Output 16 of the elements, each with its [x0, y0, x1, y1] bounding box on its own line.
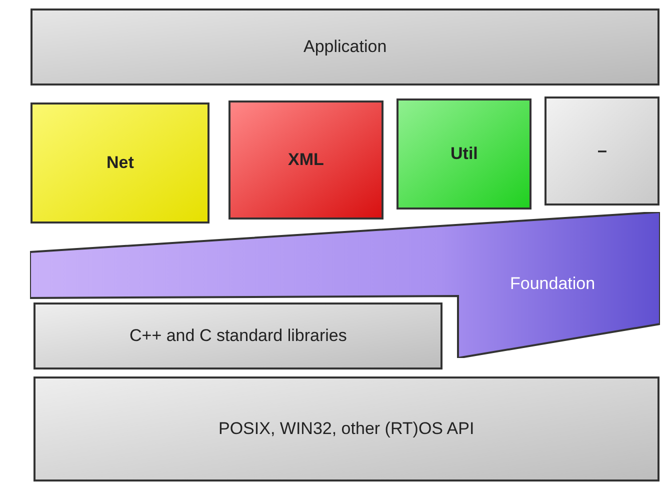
- layer-label: POSIX, WIN32, other (RT)OS API: [218, 419, 474, 439]
- layer-box: [30, 8, 660, 86]
- layer-box: [30, 102, 210, 224]
- layer-label: C++ and C standard libraries: [130, 326, 347, 346]
- layer-box: [396, 98, 532, 210]
- layer-label: Net: [106, 153, 134, 173]
- layer-box: [33, 376, 660, 482]
- layer-label: –: [598, 141, 607, 161]
- layer-box: [228, 100, 384, 220]
- layer-label: Util: [450, 144, 478, 164]
- layer-box: [544, 96, 660, 206]
- layer-label: XML: [288, 150, 324, 170]
- layer-label: Application: [304, 37, 387, 57]
- layer-box: [33, 302, 443, 370]
- layer-band: [30, 212, 660, 358]
- layer-label: Foundation: [510, 274, 596, 294]
